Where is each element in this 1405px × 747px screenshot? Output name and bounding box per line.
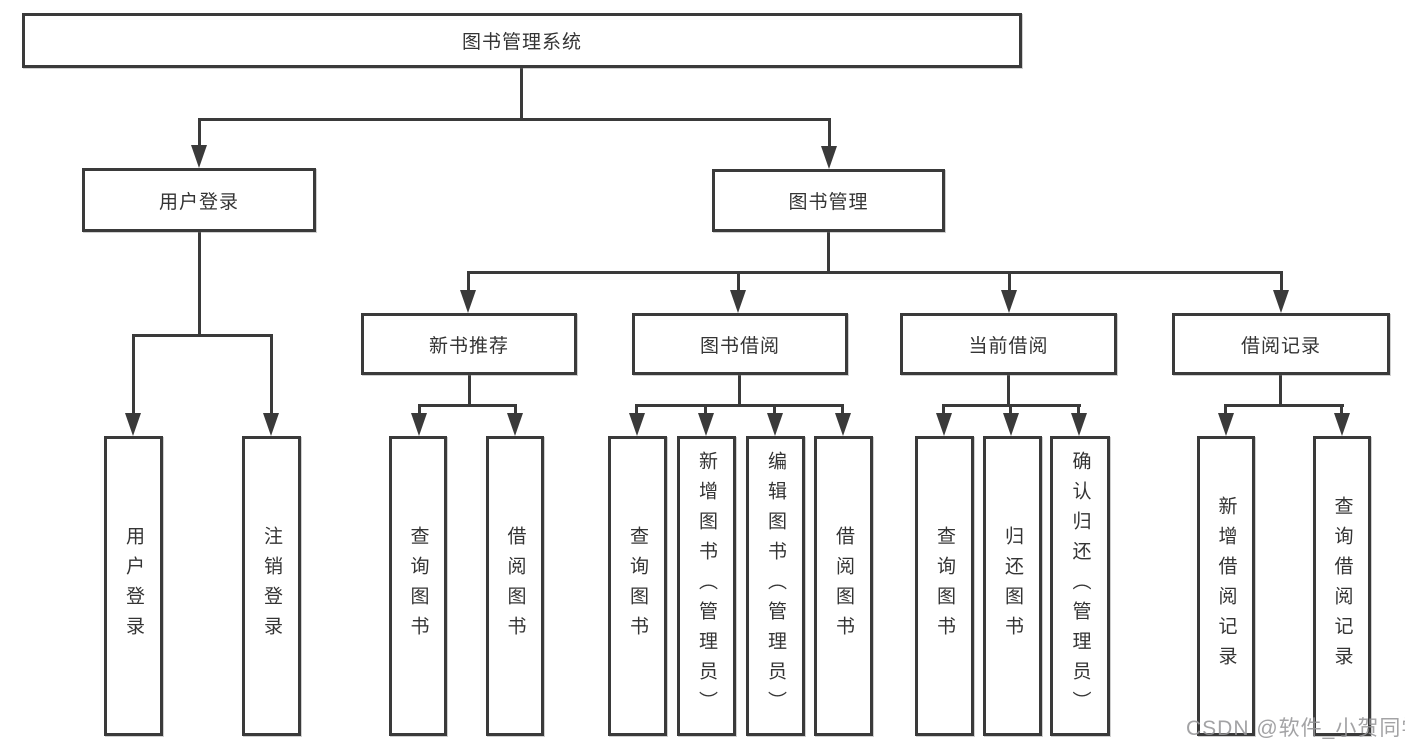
node-label: 借阅图书 — [504, 526, 526, 646]
arrow-down-icon — [936, 413, 952, 436]
leaf-edit-book-admin: 编辑图书（管理员） — [746, 436, 805, 736]
node-label: 用户登录 — [123, 526, 144, 646]
arrow-down-icon — [821, 146, 837, 169]
node-label: 借阅图书 — [833, 526, 854, 646]
connector-segment — [828, 118, 831, 147]
node-label: 新增图书（管理员） — [696, 451, 717, 721]
leaf-query-borrow-record: 查询借阅记录 — [1313, 436, 1371, 736]
connector-segment — [418, 404, 421, 416]
node-label: 新书推荐 — [428, 335, 509, 357]
leaf-query-books-recommend: 查询图书 — [389, 436, 447, 736]
connector-segment — [468, 373, 471, 406]
leaf-logout: 注销登录 — [242, 436, 301, 736]
connector-segment — [520, 66, 523, 120]
connector-segment — [1224, 404, 1227, 416]
leaf-add-book-admin: 新增图书（管理员） — [677, 436, 736, 736]
connector-segment — [514, 404, 517, 416]
connector-segment — [132, 334, 135, 416]
node-borrowing-records: 借阅记录 — [1172, 313, 1390, 375]
connector-segment — [773, 404, 776, 416]
connector-segment — [1077, 404, 1080, 416]
arrow-down-icon — [629, 413, 645, 436]
connector-segment — [635, 404, 844, 407]
csdn-watermark: CSDN @软件_小贺同学 — [1186, 717, 1405, 740]
connector-segment — [467, 271, 1282, 274]
arrow-down-icon — [507, 413, 523, 436]
leaf-query-books-borrowing: 查询图书 — [608, 436, 667, 736]
leaf-borrow-books-recommend: 借阅图书 — [486, 436, 544, 736]
connector-segment — [942, 404, 945, 416]
node-label: 注销登录 — [261, 526, 282, 646]
node-label: 用户登录 — [158, 191, 239, 213]
node-label: 图书管理系统 — [461, 32, 582, 53]
node-label: 查询图书 — [627, 526, 648, 646]
leaf-query-books-current: 查询图书 — [915, 436, 974, 736]
node-label: 图书管理 — [788, 192, 869, 213]
node-label: 查询图书 — [934, 526, 955, 646]
arrow-down-icon — [767, 413, 783, 436]
node-label: 确认归还（管理员） — [1069, 451, 1091, 721]
connector-segment — [841, 404, 844, 416]
arrow-down-icon — [1071, 413, 1087, 436]
connector-segment — [467, 271, 470, 292]
connector-segment — [1009, 404, 1012, 416]
leaf-user-login: 用户登录 — [104, 436, 163, 736]
node-label: 归还图书 — [1002, 526, 1023, 646]
arrow-down-icon — [1273, 290, 1289, 313]
connector-segment — [1279, 373, 1282, 406]
node-new-book-recommendation: 新书推荐 — [361, 313, 577, 375]
leaf-add-borrow-record: 新增借阅记录 — [1197, 436, 1255, 736]
node-library-management-system: 图书管理系统 — [22, 13, 1022, 68]
node-label: 图书借阅 — [699, 335, 780, 357]
arrow-down-icon — [460, 290, 476, 313]
arrow-down-icon — [411, 413, 427, 436]
arrow-down-icon — [191, 145, 207, 168]
connector-segment — [827, 230, 830, 274]
node-label: 查询借阅记录 — [1331, 496, 1353, 676]
leaf-return-books: 归还图书 — [983, 436, 1042, 736]
leaf-confirm-return-admin: 确认归还（管理员） — [1050, 436, 1110, 736]
connector-segment — [270, 334, 273, 416]
arrow-down-icon — [1218, 413, 1234, 436]
arrow-down-icon — [835, 413, 851, 436]
node-book-management: 图书管理 — [712, 169, 945, 232]
connector-segment — [198, 118, 201, 147]
connector-segment — [1008, 271, 1011, 292]
node-book-borrowing: 图书借阅 — [632, 313, 848, 375]
connector-segment — [635, 404, 638, 416]
node-label: 借阅记录 — [1240, 335, 1321, 357]
node-label: 新增借阅记录 — [1215, 496, 1237, 676]
node-user-login: 用户登录 — [82, 168, 316, 232]
connector-segment — [132, 334, 273, 337]
arrow-down-icon — [1003, 413, 1019, 436]
connector-segment — [1007, 373, 1010, 406]
leaf-borrow-books-borrowing: 借阅图书 — [814, 436, 873, 736]
node-label: 查询图书 — [407, 526, 429, 646]
connector-segment — [198, 118, 831, 121]
node-label: 编辑图书（管理员） — [765, 451, 786, 721]
connector-segment — [1340, 404, 1343, 416]
arrow-down-icon — [263, 413, 279, 436]
connector-segment — [198, 230, 201, 337]
arrow-down-icon — [698, 413, 714, 436]
node-label: 当前借阅 — [968, 335, 1049, 357]
connector-segment — [737, 271, 740, 292]
arrow-down-icon — [125, 413, 141, 436]
connector-segment — [1224, 404, 1344, 407]
connector-segment — [1280, 271, 1283, 292]
arrow-down-icon — [730, 290, 746, 313]
arrow-down-icon — [1001, 290, 1017, 313]
node-current-borrowing: 当前借阅 — [900, 313, 1117, 375]
connector-segment — [704, 404, 707, 416]
arrow-down-icon — [1334, 413, 1350, 436]
connector-segment — [738, 373, 741, 406]
connector-segment — [418, 404, 517, 407]
